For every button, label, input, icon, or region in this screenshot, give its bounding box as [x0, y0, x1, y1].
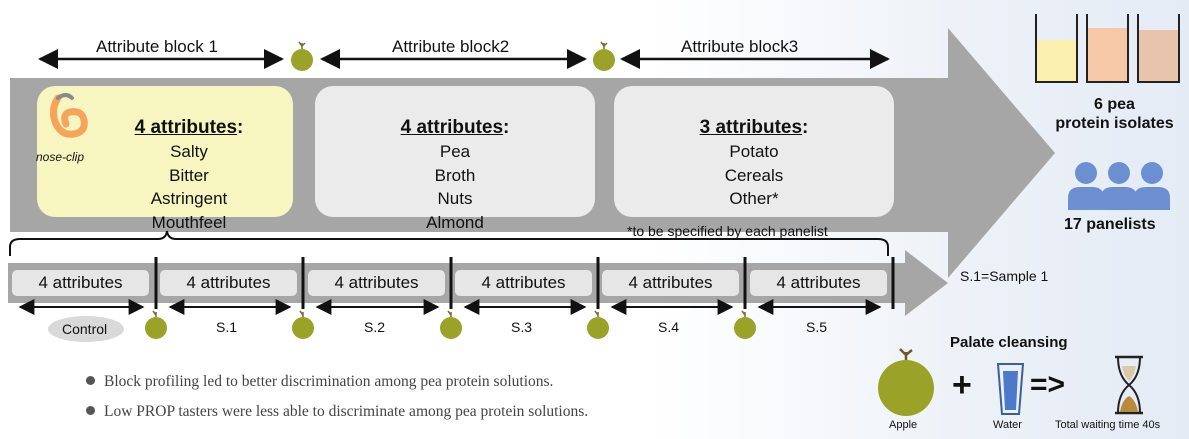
apple-icon — [145, 310, 167, 339]
apple-label: Apple — [889, 419, 918, 431]
attribute-item: Mouthfeel — [151, 212, 227, 232]
block3-label: Attribute block3 — [681, 37, 799, 56]
beaker-icon — [1035, 14, 1078, 83]
sample-label: S.5 — [806, 319, 828, 335]
conclusion-bullet: Block profiling led to better discrimina… — [86, 373, 553, 391]
apple-icon — [593, 41, 615, 71]
attribute-block-2: 4 attributes: Pea Broth Nuts Almond — [315, 86, 595, 232]
apple-icon — [878, 348, 934, 416]
attribute-item: Nuts — [437, 189, 473, 208]
sequence-segment: 4 attributes — [602, 270, 739, 296]
beaker-icon — [1137, 14, 1180, 83]
block-heading: 4 attributes — [134, 117, 238, 138]
beaker-icon — [1086, 14, 1129, 83]
attribute-item: Cereals — [724, 165, 784, 185]
attribute-item: Astringent — [150, 189, 228, 208]
hourglass-icon — [1115, 355, 1143, 415]
conclusion-bullet: Low PROP tasters were less able to discr… — [86, 403, 588, 421]
nose-clip-label: nose-clip — [36, 150, 85, 164]
control-ellipse — [48, 316, 124, 342]
panelists-caption: 17 panelists — [1064, 216, 1156, 233]
apple-icon — [291, 41, 313, 71]
brace — [9, 230, 889, 256]
sequence-dividers — [154, 257, 895, 309]
sample-legend: S.1=Sample 1 — [960, 268, 1049, 284]
sequence-segment: 4 attributes — [12, 270, 149, 296]
palate-cleansing-title: Palate cleansing — [950, 334, 1068, 351]
attribute-block-1: 4 attributes: Salty Bitter Astringent Mo… — [37, 86, 293, 232]
sequence-segment: 4 attributes — [308, 270, 445, 296]
block2-label: Attribute block2 — [392, 37, 510, 56]
sequence-segment: 4 attributes — [750, 270, 887, 296]
footnote: *to be specified by each panelist — [627, 223, 828, 239]
sample-label: S.4 — [658, 319, 680, 335]
nose-clip-icon — [49, 93, 88, 138]
attribute-item: Broth — [434, 165, 476, 185]
block-heading: 4 attributes — [400, 117, 504, 138]
sequence-segment: 4 attributes — [160, 270, 297, 296]
apple-icon — [734, 310, 756, 339]
water-glass-icon — [996, 363, 1025, 415]
attribute-item: Salty — [170, 142, 208, 161]
sample-label: S.2 — [364, 319, 386, 335]
people-icon — [1068, 162, 1170, 210]
apple-icon — [292, 310, 314, 339]
attribute-item: Bitter — [169, 165, 209, 185]
attribute-block-3: 3 attributes: Potato Cereals Other* — [614, 86, 894, 217]
sample-label-control: Control — [62, 321, 108, 337]
isolates-caption: 6 pea protein isolates — [1055, 96, 1174, 132]
block1-label: Attribute block 1 — [96, 37, 218, 56]
attribute-item: Almond — [426, 212, 484, 232]
attribute-item: Pea — [439, 142, 471, 161]
implies-arrow: => — [1030, 368, 1066, 401]
water-label: Water — [993, 419, 1022, 431]
plus-sign: + — [952, 366, 972, 404]
attribute-item: Potato — [729, 142, 779, 161]
bullet-dot-icon — [86, 376, 95, 385]
bullet-dot-icon — [86, 406, 95, 415]
waiting-time-label: Total waiting time 40s — [1055, 419, 1161, 431]
attribute-item: Other* — [729, 189, 779, 208]
apple-icon — [587, 310, 609, 339]
block-heading: 3 attributes — [699, 117, 803, 138]
apple-icon — [440, 310, 462, 339]
sample-label: S.3 — [511, 319, 533, 335]
sample-label: S.1 — [216, 319, 238, 335]
sequence-segment: 4 attributes — [455, 270, 592, 296]
